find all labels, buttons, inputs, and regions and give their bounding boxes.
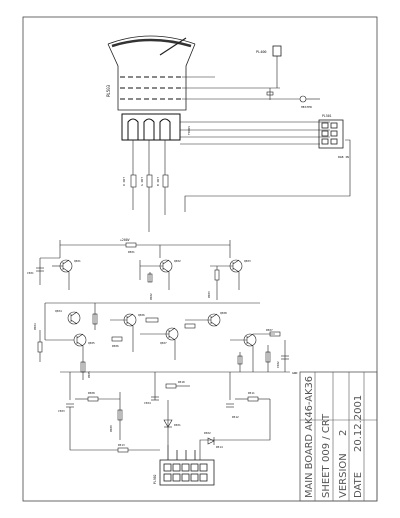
title-sheet-value: 009 / CRT bbox=[321, 413, 332, 462]
q7-label: Q507 bbox=[160, 341, 167, 345]
q2-label: Q502 bbox=[174, 259, 181, 263]
focus-label: FOCUS bbox=[187, 126, 191, 135]
r4-label: R504 bbox=[33, 323, 37, 330]
supply-label: +200V bbox=[120, 238, 130, 242]
title-date-label: DATE bbox=[353, 472, 364, 498]
q3-label: Q503 bbox=[244, 259, 251, 263]
r12-label: R512 bbox=[232, 415, 239, 419]
feedback-wire bbox=[69, 420, 160, 451]
crt-tube bbox=[107, 35, 196, 111]
title-sheet-label: SHEET bbox=[321, 464, 332, 498]
c1-label: C501 bbox=[27, 271, 34, 275]
cathode-block bbox=[121, 113, 181, 141]
crt-pin-wires bbox=[180, 76, 330, 145]
q8-label: Q508 bbox=[220, 311, 227, 315]
title-version-value: 2 bbox=[338, 430, 349, 436]
r10-label: R510 bbox=[178, 380, 185, 384]
pl902-connector bbox=[159, 445, 215, 486]
r3-label: R503 bbox=[207, 291, 211, 298]
crt-electrodes bbox=[120, 76, 182, 100]
output-stage-red bbox=[36, 245, 73, 290]
q1-label: Q501 bbox=[74, 259, 81, 263]
diode-d2 bbox=[207, 437, 215, 445]
r2-label: R502 bbox=[149, 293, 153, 300]
pl400-label: PL400 bbox=[256, 50, 267, 54]
crt-socket-label: PL503 bbox=[106, 84, 111, 97]
title-block: MAIN BOARD AK46-AK36 SHEET 009 / CRT VER… bbox=[299, 371, 378, 502]
c3-label: C503 bbox=[58, 409, 65, 413]
driver-left bbox=[37, 303, 98, 380]
r13-label: R513 bbox=[118, 443, 125, 447]
r8-label: R508 bbox=[88, 391, 95, 395]
title-board: MAIN BOARD AK46-AK36 bbox=[304, 376, 315, 498]
driver-center bbox=[110, 313, 179, 360]
driver-right bbox=[184, 313, 289, 372]
q6-label: Q506 bbox=[138, 313, 145, 317]
pl400-connector bbox=[272, 45, 282, 57]
ground-label: GND bbox=[292, 371, 298, 375]
d1-label: D501 bbox=[174, 423, 181, 427]
r9-label: R509 bbox=[109, 425, 113, 432]
r14-label: R514 bbox=[216, 445, 223, 449]
q4-label: Q504 bbox=[55, 309, 62, 313]
r11-label: R511 bbox=[248, 391, 255, 395]
c2-label: C502 bbox=[276, 361, 280, 368]
b-out-label: B OUT bbox=[156, 177, 160, 186]
output-stage-green bbox=[139, 245, 173, 290]
d2-label: D502 bbox=[204, 431, 211, 435]
bias-network bbox=[66, 372, 271, 445]
feedback-wire-right bbox=[199, 430, 271, 460]
heater-network bbox=[266, 88, 320, 103]
heater-label: HEATER bbox=[301, 105, 312, 109]
pl501-connector bbox=[318, 119, 344, 149]
rgb-in-label: RGB IN bbox=[338, 155, 349, 159]
r-out-label: R OUT bbox=[122, 177, 126, 186]
r6-label: R506 bbox=[112, 344, 119, 348]
title-date-value: 20.12.2001 bbox=[353, 395, 364, 452]
title-version-label: VERSION bbox=[338, 453, 349, 498]
q5-label: Q505 bbox=[88, 341, 95, 345]
output-stage-blue bbox=[210, 245, 243, 300]
supply-rail bbox=[59, 240, 231, 246]
rgb-bus-wire bbox=[184, 139, 351, 212]
sheet-border bbox=[22, 16, 378, 502]
g-out-label: G OUT bbox=[140, 177, 144, 186]
r7-label: R507 bbox=[266, 328, 273, 332]
resistor-r1-label: R501 bbox=[128, 250, 135, 254]
cathode-outputs bbox=[130, 140, 169, 232]
resistor-r13 bbox=[117, 447, 129, 453]
c4-label: C504 bbox=[144, 401, 151, 405]
r5-label: R505 bbox=[87, 371, 91, 378]
resistor-r1 bbox=[125, 242, 137, 248]
pl501-label: PL501 bbox=[322, 114, 332, 118]
pl902-label: PL902 bbox=[153, 474, 157, 484]
